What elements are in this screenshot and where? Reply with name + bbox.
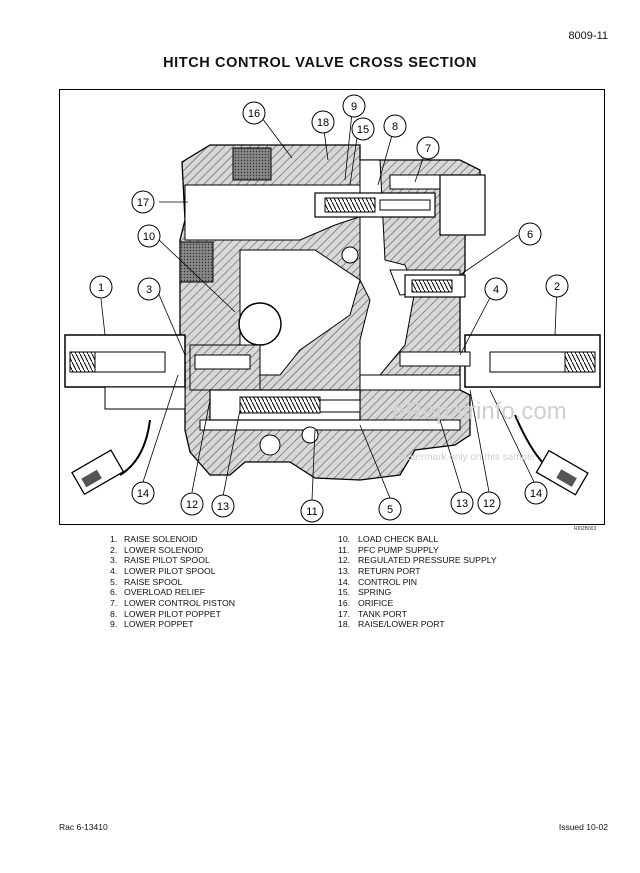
legend-item: 9.LOWER POPPET [110,619,194,630]
legend-item: 3.RAISE PILOT SPOOL [110,555,210,566]
callout-14-right: 14 [524,481,548,505]
legend-item: 11.PFC PUMP SUPPLY [338,544,439,555]
svg-text:11: 11 [306,506,317,518]
legend-item: 10.LOAD CHECK BALL [338,534,439,544]
svg-text:2: 2 [554,281,560,293]
callout-5: 5 [378,497,402,521]
load-check-ball [238,302,282,346]
callout-4: 4 [484,277,508,301]
page-title: HITCH CONTROL VALVE CROSS SECTION [163,55,477,71]
legend-item: 1.RAISE SOLENOID [110,534,198,544]
svg-text:13: 13 [217,501,229,513]
watermark-text: eRepairinfo.com [392,398,567,425]
svg-text:6: 6 [527,229,533,241]
callout-14-left: 14 [131,481,155,505]
svg-text:3: 3 [146,284,152,296]
legend-item: 4.LOWER PILOT SPOOL [110,565,216,576]
legend-item: 8.LOWER PILOT POPPET [110,608,221,619]
legend-item: 6.OVERLOAD RELIEF [110,587,206,598]
callout-10: 10 [137,224,161,248]
callout-8: 8 [383,114,407,138]
svg-text:1: 1 [98,282,104,294]
callout-13-left: 13 [211,494,235,518]
svg-text:5: 5 [387,504,393,516]
legend-item: 15.SPRING [338,587,392,598]
callout-7: 7 [416,136,440,160]
raise-solenoid [64,334,261,410]
svg-text:12: 12 [483,498,495,510]
page-number: 8009-11 [568,30,608,42]
connector-plugs [71,414,589,496]
legend-item: 18.RAISE/LOWER PORT [338,619,445,630]
svg-text:4: 4 [493,284,499,296]
legend-item: 16.ORIFICE [338,597,394,608]
svg-text:18: 18 [317,117,329,129]
callout-1: 1 [89,275,113,299]
legend-item: 14.CONTROL PIN [338,576,418,587]
svg-text:14: 14 [137,488,149,500]
legend-item: 13.RETURN PORT [338,565,421,576]
footer-issue-date: Issued 10-02 [558,822,608,832]
svg-text:8: 8 [392,121,398,133]
legend-item: 7.LOWER CONTROL PISTON [110,597,236,608]
callout-13-right: 13 [450,491,474,515]
callout-3: 3 [137,277,161,301]
watermark-subtext: Watermark only on this sample [398,452,535,463]
leader-lines [100,112,558,501]
footer-document-code: Rac 6-13410 [59,822,108,832]
callout-12-right: 12 [477,491,501,515]
callout-17: 17 [131,190,155,214]
upper-spool-assembly [314,174,486,298]
figure-id: RI02B003 [574,526,597,532]
legend-item: 5.RAISE SPOOL [110,576,183,587]
svg-text:9: 9 [351,101,357,113]
valve-cross-section-diagram: 16 9 18 15 8 7 17 10 6 1 3 4 2 14 12 13 … [64,94,601,523]
callout-16: 16 [242,101,266,125]
callout-18: 18 [311,110,335,134]
svg-text:12: 12 [186,499,198,511]
legend-item: 2.LOWER SOLENOID [110,544,204,555]
svg-text:10: 10 [143,231,155,243]
legend-right-column: 10.LOAD CHECK BALL 11.PFC PUMP SUPPLY 12… [338,534,497,630]
lower-spring-spool [209,389,361,421]
lower-solenoid [399,334,601,388]
legend-left-column: 1.RAISE SOLENOID 2.LOWER SOLENOID 3.RAIS… [110,534,235,630]
figure-frame: 16 9 18 15 8 7 17 10 6 1 3 4 2 14 12 13 … [59,89,605,525]
callout-15: 15 [351,117,375,141]
svg-text:13: 13 [456,498,468,510]
svg-text:16: 16 [248,108,260,120]
callout-12-left: 12 [180,492,204,516]
callout-2: 2 [545,274,569,298]
svg-text:14: 14 [530,488,542,500]
callout-6: 6 [518,222,542,246]
svg-text:15: 15 [357,124,369,136]
callout-9: 9 [342,94,366,118]
svg-text:7: 7 [425,143,431,155]
callout-11: 11 [300,499,324,523]
svg-text:17: 17 [137,197,149,209]
legend-item: 17.TANK PORT [338,608,407,619]
legend-item: 12.REGULATED PRESSURE SUPPLY [338,555,497,566]
